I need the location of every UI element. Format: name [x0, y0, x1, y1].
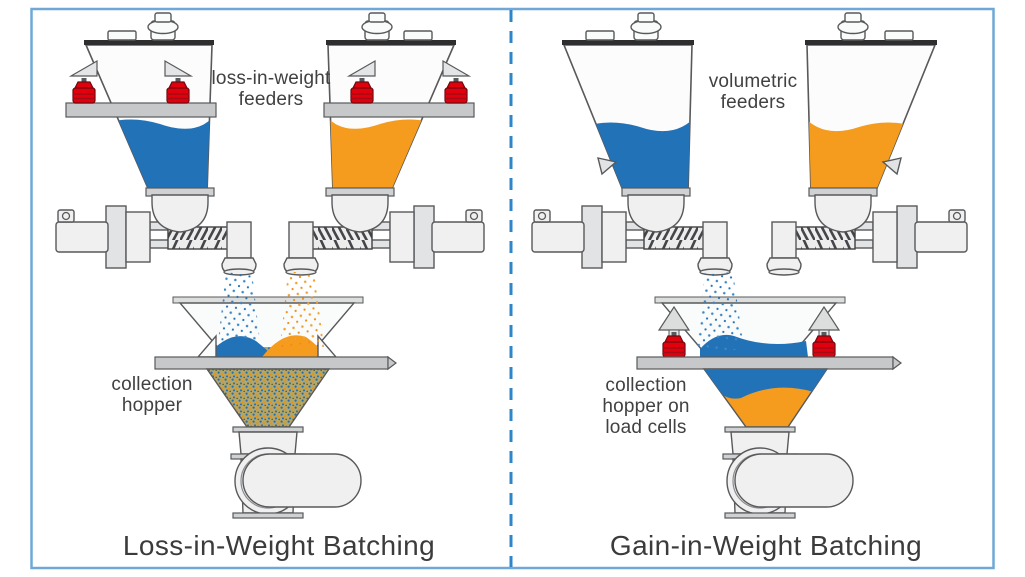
- blue-material-pile: [206, 336, 274, 357]
- label-line: hopper: [121, 395, 183, 416]
- volumetric-feeder-blue: [532, 13, 732, 275]
- discharge-pump: [230, 426, 362, 519]
- label-line: load cells: [605, 417, 687, 438]
- liw-feeder-blue: [56, 13, 256, 275]
- label-line: collection: [605, 375, 687, 396]
- liw-feeder-orange: [284, 13, 484, 275]
- load-cell: [662, 331, 686, 358]
- label-line: hopper on: [602, 396, 690, 417]
- label-line: loss-in-weight: [211, 68, 331, 89]
- left-panel-title: Loss-in-Weight Batching: [122, 530, 436, 561]
- right-hopper-label: collection hopper on load cells: [566, 375, 726, 438]
- label-line: feeders: [238, 89, 304, 110]
- orange-particle-stream: [280, 272, 324, 347]
- right-feeder-label: volumetric feeders: [662, 71, 844, 113]
- right-panel-title: Gain-in-Weight Batching: [609, 530, 923, 561]
- discharge-pump: [722, 426, 854, 519]
- label-line: volumetric: [708, 71, 798, 92]
- blue-material-layer: [704, 369, 827, 399]
- hopper-platform: [154, 356, 389, 370]
- volumetric-feeder-orange: [767, 13, 967, 275]
- hopper-platform: [636, 356, 894, 370]
- label-line: collection: [111, 374, 193, 395]
- diagram-border: [30, 7, 995, 570]
- left-feeder-label: loss-in-weight feeders: [180, 68, 362, 110]
- left-hopper-label: collection hopper: [72, 374, 232, 416]
- label-line: feeders: [720, 92, 786, 113]
- load-cell: [812, 331, 836, 358]
- blue-particle-stream: [218, 272, 260, 342]
- blue-particle-stream: [696, 272, 744, 350]
